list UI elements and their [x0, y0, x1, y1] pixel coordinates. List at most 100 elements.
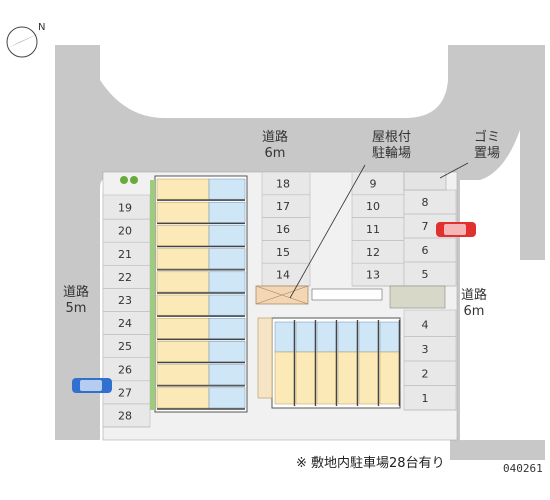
parking-space-24: 24: [118, 317, 132, 330]
parking-space-9: 9: [370, 177, 377, 190]
listing-code: 040261: [503, 462, 543, 475]
parking-space-14: 14: [276, 269, 290, 282]
parking-area: [261, 171, 311, 287]
unit-room: [156, 294, 210, 316]
road-label-left: 道路 5m: [63, 285, 89, 318]
tree-icon: [120, 176, 128, 184]
unit-wet-area: [208, 248, 246, 270]
building-left: [154, 175, 248, 413]
garbage-line1: ゴミ: [474, 130, 501, 145]
garbage-line2: 置場: [474, 146, 501, 162]
parking-column-center: 18 17 16 15 14: [261, 171, 311, 287]
garbage-area-label: ゴミ 置場: [474, 130, 500, 163]
parking-space-1: 1: [422, 392, 429, 405]
parking-block-right-upper: 9 10 11 12 13 8 7 6 5: [351, 171, 457, 287]
unit-wet-area: [316, 321, 337, 353]
planting-strip: [150, 180, 155, 410]
compass-north-label: N: [38, 22, 45, 33]
unit-room: [156, 364, 210, 386]
road-name: 道路: [262, 130, 289, 145]
unit-wet-area: [208, 178, 246, 200]
unit-room: [337, 351, 358, 405]
parking-space-7: 7: [422, 220, 429, 233]
unit-room: [379, 351, 400, 405]
parking-space-17: 17: [276, 200, 290, 213]
parking-space-19: 19: [118, 202, 132, 215]
unit-wet-area: [208, 271, 246, 293]
parking-space-5: 5: [422, 268, 429, 281]
garbage-area: [403, 171, 447, 191]
unit-wet-area: [274, 321, 295, 353]
road-label-right: 道路 6m: [461, 288, 487, 321]
parking-block-right-lower: 4 3 2 1: [403, 309, 457, 411]
road: [55, 45, 545, 460]
unit-wet-area: [379, 321, 400, 353]
parking-space-2: 2: [422, 367, 429, 380]
unit-room: [156, 225, 210, 246]
parking-space-6: 6: [422, 244, 429, 257]
leader-line-bicycle: [289, 164, 366, 299]
unit-wet-area: [208, 341, 246, 362]
bicycle-stand: [311, 288, 383, 301]
unit-room: [156, 317, 210, 339]
unit-room: [316, 351, 337, 405]
unit-wet-area: [358, 321, 379, 353]
bicycle-parking-cross: [255, 285, 309, 305]
compass-icon: N: [6, 22, 45, 58]
leader-line-garbage: [439, 162, 469, 179]
parking-space-10: 10: [366, 200, 380, 213]
parking-space-18: 18: [276, 177, 290, 190]
parking-space-4: 4: [422, 318, 429, 331]
parking-space-20: 20: [118, 225, 132, 238]
parking-space-16: 16: [276, 223, 290, 236]
road-name: 道路: [461, 288, 488, 303]
bicycle-parking-line2: 駐輪場: [372, 146, 412, 162]
bicycle-parking-label: 屋根付 駐輪場: [372, 130, 411, 163]
unit-wet-area: [208, 225, 246, 246]
unit-room: [156, 341, 210, 362]
parking-space-27: 27: [118, 386, 132, 399]
parking-note: ※ 敷地内駐車場28台有り: [296, 456, 445, 471]
parking-space-21: 21: [118, 248, 132, 261]
road-width: 6m: [463, 304, 485, 320]
blue-car-icon: [72, 378, 112, 393]
unit-room: [156, 178, 210, 200]
parking-space-23: 23: [118, 294, 132, 307]
parking-area: [351, 171, 405, 287]
building-bottom: [271, 317, 401, 409]
parking-space-13: 13: [366, 269, 380, 282]
road-label-top: 道路 6m: [262, 130, 288, 163]
parking-space-8: 8: [422, 196, 429, 209]
shrub-area: [389, 285, 446, 309]
parking-space-15: 15: [276, 246, 290, 259]
bicycle-parking-line1: 屋根付: [372, 130, 412, 145]
road-width: 5m: [65, 301, 87, 317]
parking-space-11: 11: [366, 223, 380, 236]
unit-room: [156, 201, 210, 223]
tree-icon: [130, 176, 138, 184]
entrance-path: [257, 317, 273, 399]
unit-wet-area: [295, 321, 316, 353]
unit-room: [156, 248, 210, 270]
unit-wet-area: [208, 201, 246, 223]
road-width: 6m: [264, 146, 286, 162]
parking-space-28: 28: [118, 409, 132, 422]
unit-room: [156, 271, 210, 293]
unit-wet-area: [337, 321, 358, 353]
parking-area: [403, 309, 457, 411]
unit-room: [358, 351, 379, 405]
parking-space-12: 12: [366, 246, 380, 259]
unit-room: [295, 351, 316, 405]
red-car-icon: [436, 222, 476, 237]
unit-room: [156, 387, 210, 409]
unit-wet-area: [208, 294, 246, 316]
unit-wet-area: [208, 364, 246, 386]
unit-wet-area: [208, 387, 246, 409]
road-name: 道路: [63, 285, 90, 300]
unit-wet-area: [208, 317, 246, 339]
parking-space-26: 26: [118, 363, 132, 376]
parking-space-25: 25: [118, 340, 132, 353]
parking-space-3: 3: [422, 343, 429, 356]
unit-room: [274, 351, 295, 405]
